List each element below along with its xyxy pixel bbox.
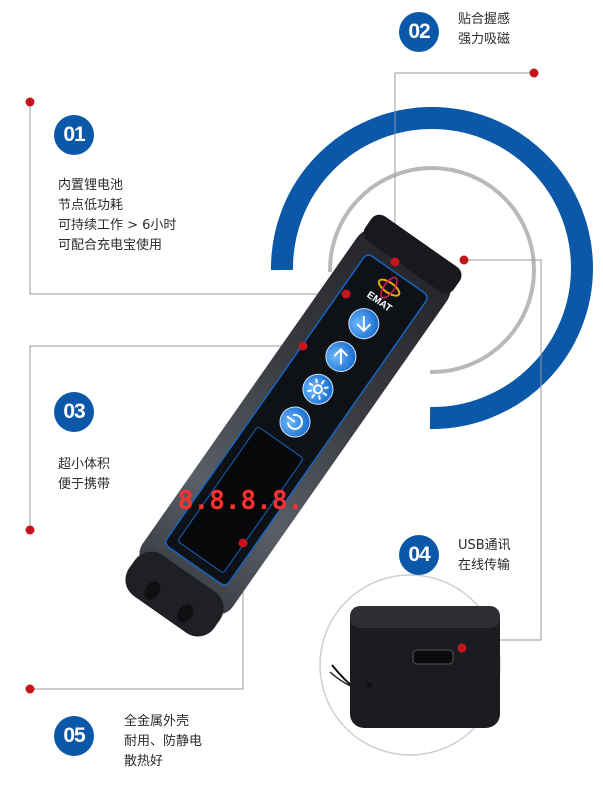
lanyard-hole-icon [177, 604, 194, 623]
feature-01-badge: 01 [54, 115, 94, 155]
feature-04-badge: 04 [399, 535, 439, 575]
feature-02-text: 贴合握感 强力吸磁 [458, 10, 510, 50]
feature-05-line: 散热好 [124, 754, 164, 769]
feature-01-line: 可配合充电宝使用 [58, 238, 163, 253]
usb-detail-inset [319, 574, 501, 756]
usb-port-icon [412, 649, 454, 665]
lanyard-hole-icon [144, 581, 161, 600]
feature-01-text: 内置锂电池 节点低功耗 可持续工作 > 6小时 可配合充电宝使用 [58, 176, 176, 256]
feature-01-line: 节点低功耗 [58, 198, 124, 213]
feature-01-line: 内置锂电池 [58, 178, 124, 193]
lanyard-loop [366, 682, 372, 688]
decorative-blue-arc [270, 107, 593, 430]
feature-03-line: 便于携带 [58, 477, 111, 492]
brightness-button[interactable] [297, 368, 339, 410]
device-end-closeup [350, 606, 500, 728]
feature-03-line: 超小体积 [58, 457, 111, 472]
feature-01-line: 可持续工作 > 6小时 [58, 218, 177, 233]
feature-04-line: USB通讯 [458, 538, 511, 553]
feature-05-badge: 05 [54, 716, 94, 756]
brightness-icon [307, 378, 329, 400]
feature-05-text: 全金属外壳 耐用、防静电 散热好 [124, 712, 202, 772]
feature-04-text: USB通讯 在线传输 [458, 536, 511, 576]
callout-markers [25, 68, 539, 694]
arrow-down-icon [356, 315, 371, 333]
feature-04-line: 在线传输 [458, 558, 511, 573]
decorative-gray-arc [327, 166, 536, 375]
feature-03-badge: 03 [54, 392, 94, 432]
display-window [178, 427, 303, 573]
feature-03-text: 超小体积 便于携带 [58, 455, 110, 495]
power-icon [286, 414, 303, 430]
device-front-cap [363, 214, 462, 294]
feature-05-line: 耐用、防静电 [124, 734, 203, 749]
device-end-cap [125, 551, 224, 637]
arrow-up-icon [333, 348, 348, 365]
feature-02-line: 强力吸磁 [458, 32, 511, 47]
feature-02-badge: 02 [399, 12, 439, 52]
feature-02-line: 贴合握感 [458, 12, 511, 27]
seven-segment-display: 8.8.8.8. [178, 486, 303, 516]
feature-05-line: 全金属外壳 [124, 714, 190, 729]
device: 8.8.8.8. EMAT [125, 214, 462, 637]
